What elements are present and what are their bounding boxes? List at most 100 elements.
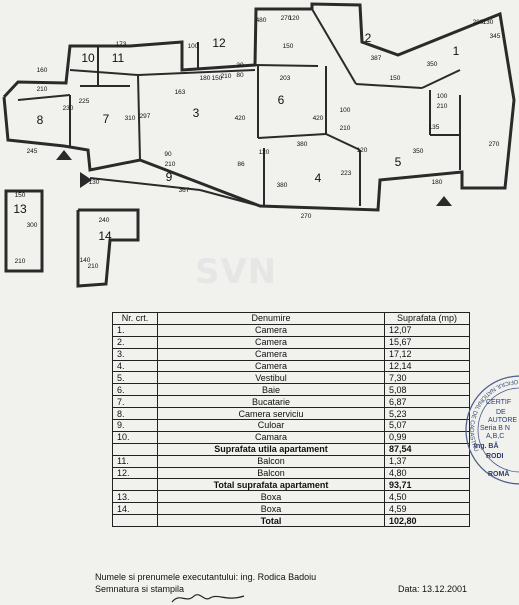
room-number: 9: [166, 170, 173, 184]
dimension-label: 180: [432, 179, 443, 186]
room-number: 2: [365, 31, 372, 45]
executant-label: Numele si prenumele executantului: ing. …: [95, 572, 317, 582]
stamp-line: ROMÂ: [488, 469, 509, 478]
room-number: 13: [13, 202, 27, 216]
cell-name: Boxa: [157, 490, 385, 504]
dimension-label: 310: [125, 115, 136, 122]
signature-scribble: [171, 594, 245, 603]
dimension-label: 150: [390, 75, 401, 82]
dimension-label: 297: [140, 113, 151, 120]
dimension-label: 140: [80, 257, 91, 264]
dimension-label: 100: [340, 107, 351, 114]
cell-val: 5,08: [384, 383, 470, 397]
cell-val: 4,50: [384, 490, 470, 504]
cell-nr: 13.: [112, 490, 158, 504]
room-number: 12: [212, 36, 226, 50]
cell-nr: 7.: [112, 395, 158, 409]
cell-val: 102,80: [384, 514, 470, 528]
dimension-label: 345: [490, 33, 501, 40]
room-number: 6: [278, 93, 285, 107]
cell-name: Bucatarie: [157, 395, 385, 409]
cell-val: 5,23: [384, 407, 470, 421]
cell-val: 7,30: [384, 371, 470, 385]
dimension-label: 100: [188, 43, 199, 50]
date-label: Data: 13.12.2001: [398, 584, 468, 594]
dimension-label: 210: [88, 263, 99, 270]
column-header-nr: Nr. crt.: [112, 312, 158, 325]
watermark-logo: SVN: [195, 252, 278, 292]
dimension-label: 135: [429, 124, 440, 131]
cell-name: Camera serviciu: [157, 407, 385, 421]
cell-name: Camera: [157, 335, 385, 349]
cadastru-stamp: OFICIUL NATIONAL DE CADASTRU CERTIFDEAUT…: [465, 375, 519, 485]
dimension-label: 420: [235, 115, 246, 122]
column-header-suprafata: Suprafata (mp): [384, 312, 470, 325]
cell-nr: [112, 442, 158, 456]
cell-nr: 3.: [112, 347, 158, 361]
signature-label: Semnatura si stampila: [95, 584, 185, 594]
cell-nr: 11.: [112, 454, 158, 468]
cell-nr: 5.: [112, 371, 158, 385]
dimension-label: 225: [79, 98, 90, 105]
dimension-label: 270: [489, 141, 500, 148]
cell-val: 4,80: [384, 466, 470, 480]
dimension-label: 163: [175, 89, 186, 96]
cell-name: Total suprafata apartament: [157, 478, 385, 492]
cell-nr: 9.: [112, 419, 158, 432]
cell-nr: 10.: [112, 430, 158, 444]
cell-nr: 14.: [112, 502, 158, 516]
dimension-label: 245: [27, 148, 38, 155]
dimension-label: 350: [413, 148, 424, 155]
stamp-line: DE: [496, 409, 506, 416]
cell-nr: 8.: [112, 407, 158, 421]
dimension-label: 270: [281, 15, 292, 22]
dimension-label: 480: [256, 17, 267, 24]
cell-val: 5,07: [384, 419, 470, 432]
stamp-line: RODI: [486, 453, 504, 460]
dimension-label: 420: [313, 115, 324, 122]
dimension-label: 230: [63, 105, 74, 112]
dimension-label: 150: [212, 75, 223, 82]
room-number: 1: [453, 44, 460, 58]
cell-val: 0,99: [384, 430, 470, 444]
room-number: 14: [98, 229, 112, 243]
dimension-label: 130: [483, 19, 494, 26]
dimension-label: 300: [27, 222, 38, 229]
dimension-label: 120: [357, 147, 368, 154]
cell-name: Balcon: [157, 466, 385, 480]
dimension-label: 150: [283, 43, 294, 50]
room-number: 5: [395, 155, 402, 169]
cell-val: 87,54: [384, 442, 470, 456]
stamp-line: AUTORE: [488, 417, 517, 424]
cell-val: 17,12: [384, 347, 470, 361]
entry-arrows: [56, 150, 452, 206]
room-number: 3: [193, 106, 200, 120]
room-number: 10: [81, 51, 95, 65]
cell-val: 4,59: [384, 502, 470, 516]
dimension-label: 120: [289, 15, 300, 22]
dimension-label: 210: [15, 258, 26, 265]
stamp-line: CERTIF: [486, 399, 511, 406]
cell-nr: [112, 514, 158, 528]
cell-val: 1,37: [384, 454, 470, 468]
dimension-label: 210: [340, 125, 351, 132]
column-header-denumire: Denumire: [157, 312, 385, 325]
room-number: 7: [103, 112, 110, 126]
dimension-label: 150: [15, 192, 26, 199]
cell-name: Baie: [157, 383, 385, 397]
cell-name: Balcon: [157, 454, 385, 468]
cell-nr: 6.: [112, 383, 158, 397]
